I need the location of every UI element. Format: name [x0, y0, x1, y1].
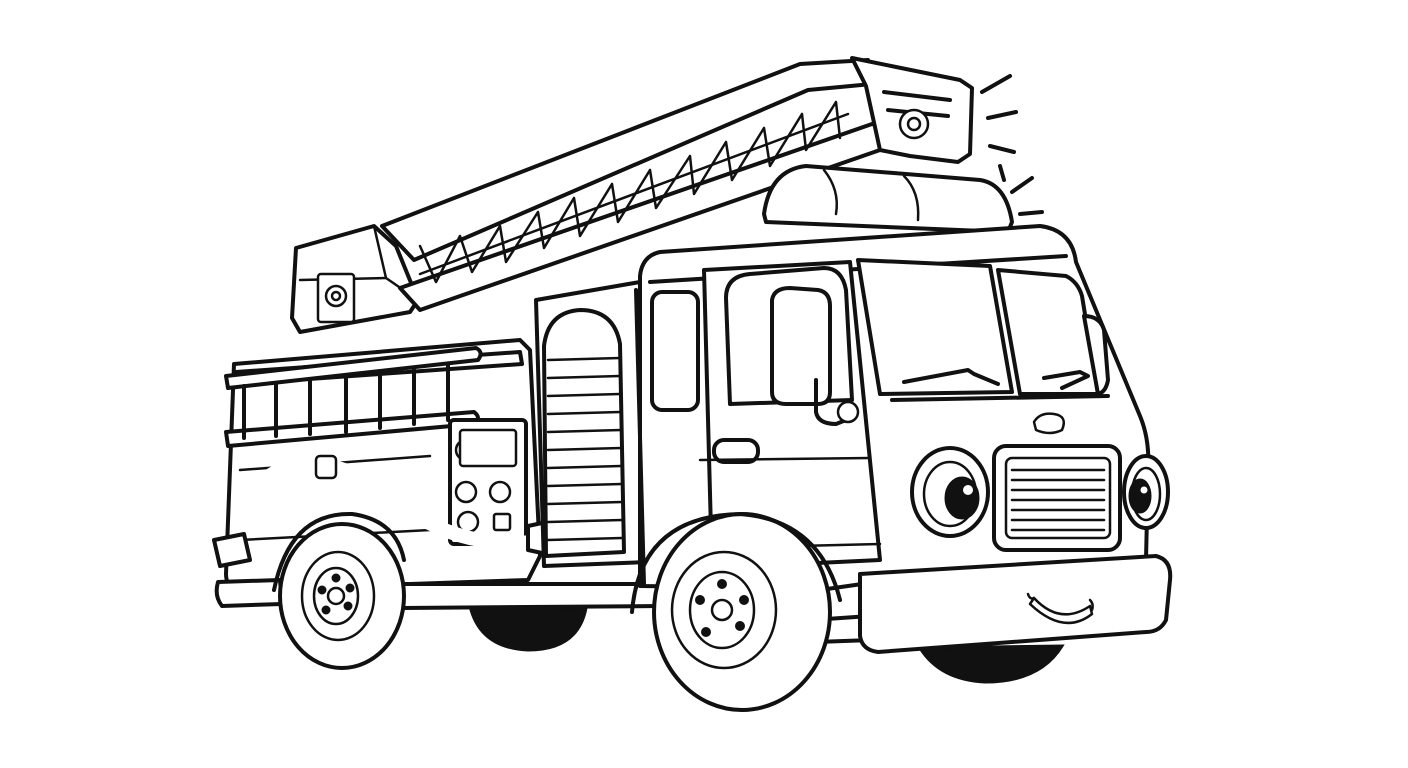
hose-nozzle [212, 532, 252, 568]
front-bumper [858, 554, 1173, 654]
rear-cab-window [650, 290, 700, 412]
siren-flash-lines [980, 74, 1044, 216]
smile [1028, 596, 1094, 625]
roof-light-bar [762, 164, 1014, 234]
shutter-compartment [534, 280, 650, 568]
hose-clamp [314, 454, 338, 480]
side-mirror [770, 286, 832, 406]
pump-control-panel [448, 418, 528, 546]
rear-wheel [272, 511, 406, 670]
ladder [290, 56, 974, 334]
front-grille [992, 444, 1122, 552]
windshield-left [856, 258, 1014, 396]
left-pupil [944, 476, 980, 520]
right-pupil [1128, 478, 1152, 514]
ladder-base-emblem [316, 272, 356, 324]
truck-face [858, 444, 1173, 654]
ladder-pulley-icon [898, 108, 930, 140]
hood-badge [1032, 412, 1065, 435]
under-shadows [468, 604, 1065, 684]
front-wheel [630, 512, 842, 712]
door-handle [712, 438, 760, 464]
